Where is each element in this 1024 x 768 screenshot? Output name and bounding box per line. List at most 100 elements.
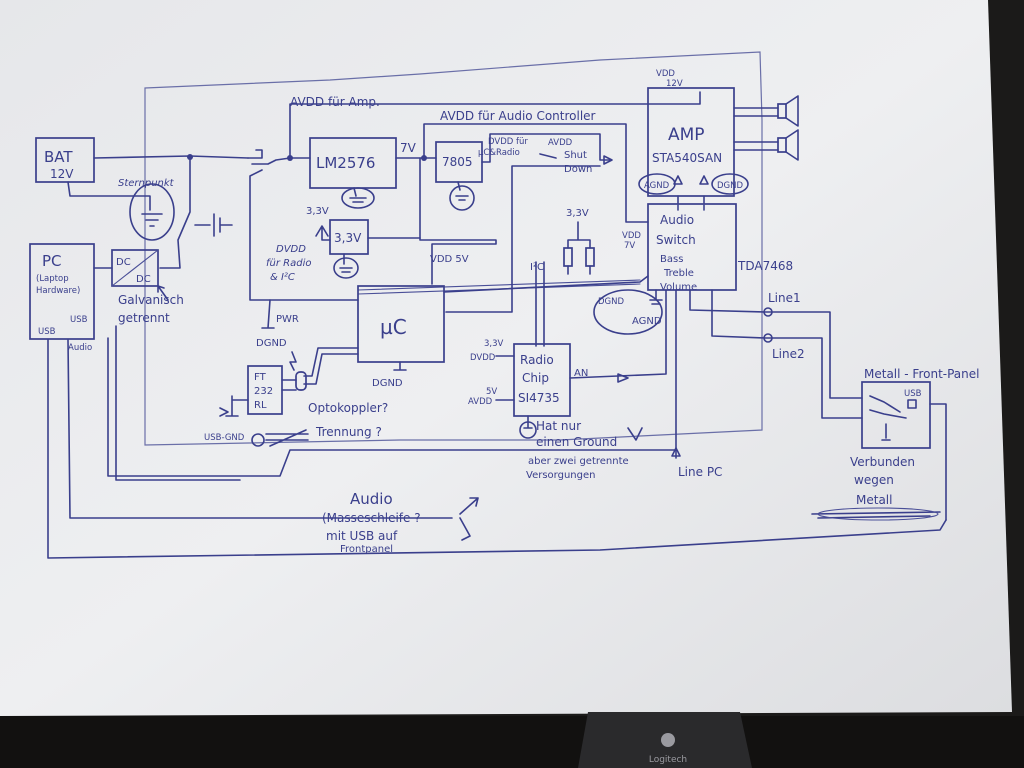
dvdd-for-label: DVDD für [488, 137, 528, 147]
pwr-label: PWR [276, 314, 299, 325]
mcu-label: µC [380, 315, 407, 339]
amp-label: AMP [668, 125, 705, 145]
avdd-short-label: AVDD [548, 138, 573, 148]
pwr-gnd-label: DGND [256, 338, 287, 349]
uc-radio-label: µC&Radio [478, 148, 520, 158]
pc-usb: USB [38, 327, 56, 337]
mcu-dgnd: DGND [372, 378, 403, 389]
amp-dgnd: DGND [717, 181, 743, 191]
as-dgnd: DGND [598, 297, 624, 307]
pc-block: PC (Laptop Hardware) USB USB Audio [29, 243, 95, 353]
amp-part: STA540SAN [652, 151, 722, 165]
lm2576-block: LM2576 [309, 137, 397, 209]
as-line2: Switch [656, 233, 696, 247]
radio-block: Radio Chip SI4735 3,3V DVDD 5V AVDD AN [468, 289, 667, 439]
ft232-l3: RL [254, 400, 267, 411]
board-outline [144, 51, 763, 446]
speaker-icon-bottom [733, 129, 799, 161]
dcdc-a: DC [116, 257, 131, 268]
amp-vdd: VDD [656, 69, 675, 79]
audio-switch-block: Audio Switch Bass Treble Volume TDA7468 … [593, 203, 793, 335]
pc-sub2: Hardware) [36, 286, 80, 296]
radio-avdd-v: 5V [486, 387, 497, 397]
lm2576-out: 7V [400, 141, 417, 155]
dcdc-b: DC [136, 274, 151, 285]
lm2576-label: LM2576 [316, 154, 375, 172]
down-label: Down [564, 164, 592, 175]
as-vdd: VDD [622, 231, 641, 241]
ft232-block: FT 232 RL USB-GND [204, 365, 283, 443]
mosfet-switch [247, 149, 291, 165]
line2-label: Line2 [772, 347, 805, 361]
as-part: TDA7468 [737, 259, 793, 273]
radio-note-2: einen Ground [536, 435, 617, 449]
i2c-label: I²C [530, 262, 544, 273]
connected-3: Metall [856, 493, 892, 507]
radio-dvdd: DVDD [470, 353, 496, 363]
as-line5: Volume [660, 282, 697, 293]
radio-l1: Radio [520, 353, 554, 367]
ground-loop-2: mit USB auf [326, 529, 398, 543]
front-panel-block: Metall - Front-Panel USB [861, 367, 979, 521]
reg33-in-label: 3,3V [306, 206, 329, 217]
ft232-l2: 232 [254, 386, 273, 397]
ground-loop-1: (Masseschleife ? [322, 511, 421, 525]
reg33-label: 3,3V [334, 231, 362, 245]
speaker-icon-top [733, 95, 799, 127]
radio-l3: SI4735 [518, 391, 560, 405]
pc-audio: Audio [68, 343, 92, 353]
opto-label-1: Optokoppler? [308, 401, 388, 415]
mcu-block: µC DGND [357, 285, 445, 389]
as-agnd: AGND [632, 316, 662, 327]
dcdc-note2: getrennt [118, 311, 170, 325]
connected-2: wegen [854, 473, 894, 487]
radio-dvdd-v: 3,3V [484, 339, 504, 349]
bat-block: BAT 12V [35, 137, 95, 183]
radio-avdd: AVDD [468, 397, 493, 407]
ground-loop-3: Frontpanel [340, 544, 393, 555]
bat-label: BAT [44, 148, 73, 166]
usb-gnd-label: USB-GND [204, 433, 245, 443]
line1-label: Line1 [768, 291, 801, 305]
pc-label: PC [42, 252, 62, 270]
front-panel-usb: USB [904, 389, 922, 399]
logitech-logo-text: Logitech [649, 755, 687, 765]
line-pc-label: Line PC [678, 465, 722, 479]
dvdd-radio-1: DVDD [276, 244, 306, 255]
monitor-bezel [0, 716, 1024, 768]
sternpunkt-ground [129, 183, 175, 241]
ft232-l1: FT [254, 372, 267, 383]
amp-agnd: AGND [644, 181, 670, 191]
as-line3: Bass [660, 254, 683, 265]
pullup-resistors: 3,3V [563, 208, 595, 275]
as-vdd-v: 7V [624, 241, 635, 251]
connected-1: Verbunden [850, 455, 915, 469]
dcdc-block: DC DC Galvanisch getrennt [111, 249, 184, 325]
logitech-logo-icon [661, 733, 675, 747]
front-panel-title: Metall - Front-Panel [864, 367, 979, 381]
radio-note-4: Versorgungen [526, 470, 595, 481]
mcu-vdd-label: VDD 5V [430, 254, 469, 265]
dvdd-radio-2: für Radio [266, 258, 311, 269]
capacitor-icon [194, 213, 233, 237]
as-line4: Treble [663, 268, 694, 279]
dvdd-radio-3: & I²C [270, 272, 295, 283]
pc-sub1: (Laptop [36, 274, 69, 284]
pc-usb-2: USB [70, 315, 88, 325]
amp-vdd-v: 12V [666, 79, 683, 89]
reg33-block: 3,3V [329, 219, 369, 279]
as-line1: Audio [660, 213, 694, 227]
reg7805-label: 7805 [442, 155, 473, 169]
dcdc-note1: Galvanisch [118, 293, 184, 307]
shut-label: Shut [564, 150, 587, 161]
optocoupler-icon [281, 351, 307, 391]
radio-note-1: Hat nur [536, 419, 581, 433]
opto-label-2: Trennung ? [315, 425, 382, 439]
audio-label: Audio [350, 490, 393, 508]
pullup-voltage: 3,3V [566, 208, 589, 219]
avdd-amp-label: AVDD für Amp. [290, 95, 380, 109]
avdd-audio-label: AVDD für Audio Controller [440, 109, 596, 123]
bat-voltage: 12V [50, 167, 74, 181]
radio-l2: Chip [522, 371, 549, 385]
